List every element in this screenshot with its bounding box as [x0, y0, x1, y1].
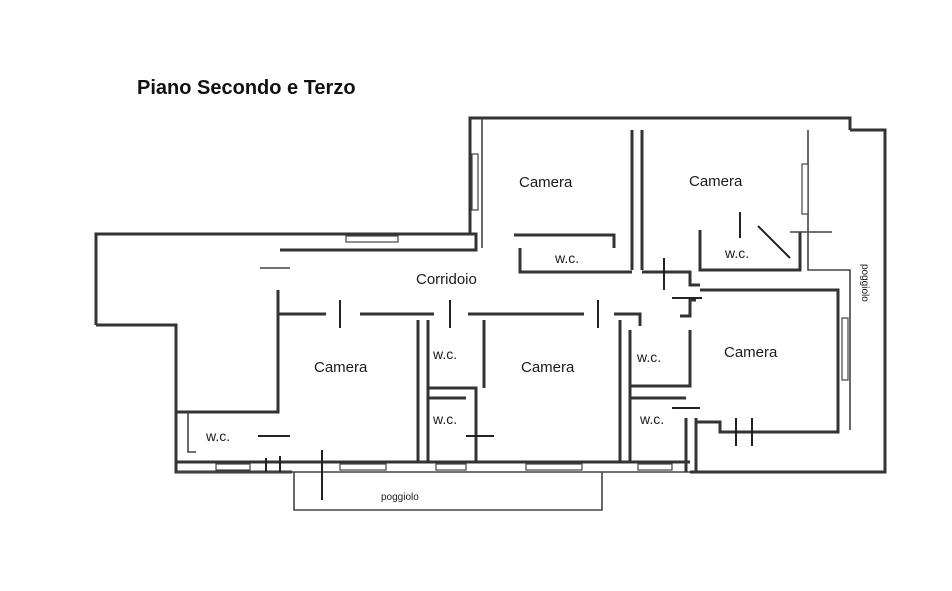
corridor-wall-e [680, 298, 696, 318]
label-camera-upper-left: Camera [519, 174, 573, 191]
corridor-wall-d [614, 312, 642, 326]
label-wc-right-upper: w.c. [636, 349, 661, 365]
wc-right-upper [630, 330, 692, 388]
window-top-left [345, 235, 399, 243]
label-camera-middle: Camera [521, 359, 575, 376]
right-camera-outline [696, 288, 840, 434]
wc2-outline [698, 230, 802, 272]
left-wing-bottom-wall [96, 323, 292, 474]
label-camera-upper-right: Camera [689, 173, 743, 190]
corridor-right-step [642, 270, 700, 287]
left-camera-west-wall [176, 290, 280, 414]
label-wc-upper-left: w.c. [554, 250, 579, 266]
label-wc-middle-lower: w.c. [432, 411, 457, 427]
wc2-door-swing [757, 225, 791, 259]
window-bottom-2 [339, 463, 387, 471]
window-bottom-1 [215, 463, 251, 471]
upper-block-outline [468, 116, 852, 234]
window-upper-right [801, 163, 809, 215]
window-bottom-5 [637, 463, 673, 471]
right-inner-wall [807, 130, 851, 430]
wc-middle-divider [428, 386, 478, 462]
window-upper-left [471, 153, 479, 211]
right-outer-wall [690, 128, 887, 474]
windows [215, 153, 849, 472]
left-wing-top-wall [94, 232, 478, 325]
lower-rooms-walls [187, 288, 840, 500]
label-wc-middle-upper: w.c. [432, 346, 457, 362]
poggiolo-bottom-outline [293, 472, 603, 511]
window-bottom-4 [525, 463, 583, 471]
window-bottom-3 [435, 463, 467, 471]
outer-walls [94, 116, 887, 474]
wc1-top-wall [514, 233, 616, 248]
label-corridoio: Corridoio [416, 271, 477, 288]
label-wc-upper-right: w.c. [724, 245, 749, 261]
label-wc-right-lower: w.c. [639, 411, 664, 427]
label-wc-left: w.c. [205, 428, 230, 444]
corridor-walls [176, 258, 702, 414]
label-camera-left: Camera [314, 359, 368, 376]
label-poggiolo-bottom: poggiolo [381, 492, 419, 503]
label-poggiolo-right: poggiolo [859, 264, 870, 302]
left-wc-inner [187, 412, 196, 453]
window-right [841, 317, 849, 381]
wc1-outline [518, 248, 632, 274]
upper-rooms-walls [514, 212, 832, 287]
label-camera-right: Camera [724, 344, 778, 361]
room-labels: Camera Camera w.c. w.c. Corridoio Camera… [205, 173, 870, 503]
plan-title: Piano Secondo e Terzo [137, 77, 356, 99]
